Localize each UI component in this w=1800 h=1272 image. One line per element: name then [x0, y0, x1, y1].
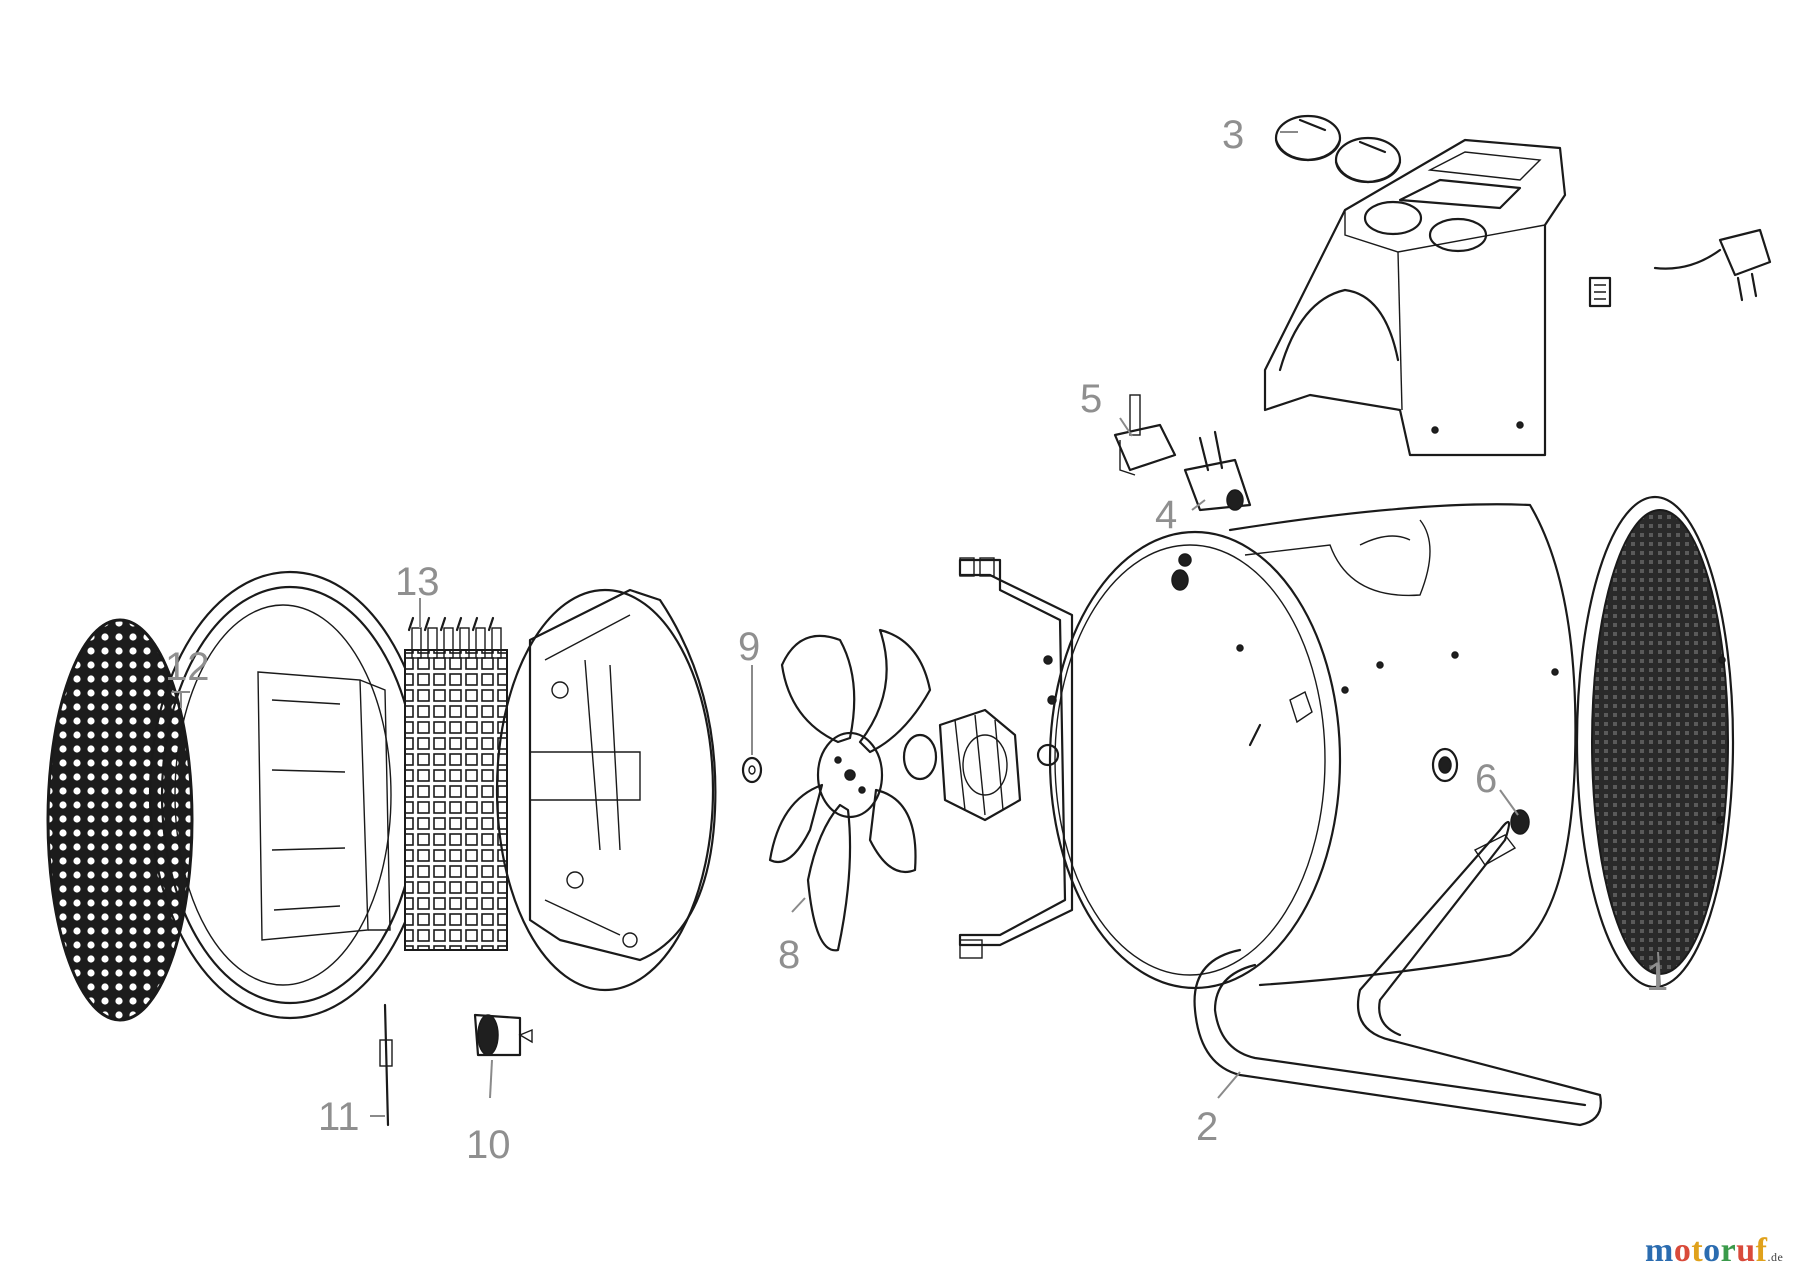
- logo-letter: f: [1755, 1232, 1768, 1269]
- leader-lines: [172, 131, 1661, 1117]
- label-part-12: 12: [165, 645, 210, 689]
- label-part-11: 11: [318, 1095, 360, 1139]
- fuse-part: [379, 1003, 393, 1127]
- switch-part: [1113, 394, 1177, 476]
- main-body-cylinder-part: [1048, 503, 1577, 990]
- logo-letter: r: [1720, 1232, 1737, 1269]
- fan-motor-part: [902, 708, 1022, 822]
- thermostat-part: [473, 1013, 533, 1057]
- label-part-10: 10: [466, 1123, 511, 1167]
- part-number-labels: 3 5 4 6 1 2 13 12 9 8 10 11: [165, 113, 1668, 1167]
- label-part-4: 4: [1155, 493, 1177, 537]
- label-part-3: 3: [1222, 113, 1244, 157]
- logo-letter: u: [1736, 1232, 1756, 1269]
- nut-part: [1171, 569, 1189, 591]
- screw-part: [1510, 809, 1530, 835]
- label-part-13: 13: [395, 560, 440, 604]
- logo-letter: m: [1645, 1232, 1674, 1269]
- rear-grille-part: [1575, 495, 1735, 989]
- power-cord-plug-part: [1588, 228, 1772, 308]
- washer-part: [741, 756, 763, 784]
- control-knobs-part: [1274, 114, 1402, 184]
- fan-blade-part: [768, 628, 932, 952]
- logo-letter: o: [1703, 1232, 1721, 1269]
- control-switch-part: [1183, 430, 1252, 512]
- logo-wordmark: motoruf: [1645, 1232, 1768, 1269]
- motoruf-logo: motoruf.de: [1645, 1232, 1783, 1270]
- front-grille-part: [46, 618, 194, 1022]
- heating-element-part: [404, 616, 508, 951]
- label-part-1: 1: [1646, 955, 1668, 999]
- label-part-9: 9: [738, 625, 760, 669]
- label-part-2: 2: [1196, 1105, 1218, 1149]
- logo-tld: .de: [1767, 1250, 1784, 1264]
- top-handle-housing-part: [1263, 138, 1567, 457]
- label-part-6: 6: [1475, 757, 1497, 801]
- label-part-8: 8: [778, 933, 800, 977]
- logo-letter: o: [1673, 1232, 1692, 1269]
- fan-shroud-part: [495, 588, 717, 992]
- logo-letter: t: [1691, 1232, 1704, 1269]
- stand-frame-part: [1193, 820, 1602, 1127]
- label-part-5: 5: [1080, 377, 1102, 421]
